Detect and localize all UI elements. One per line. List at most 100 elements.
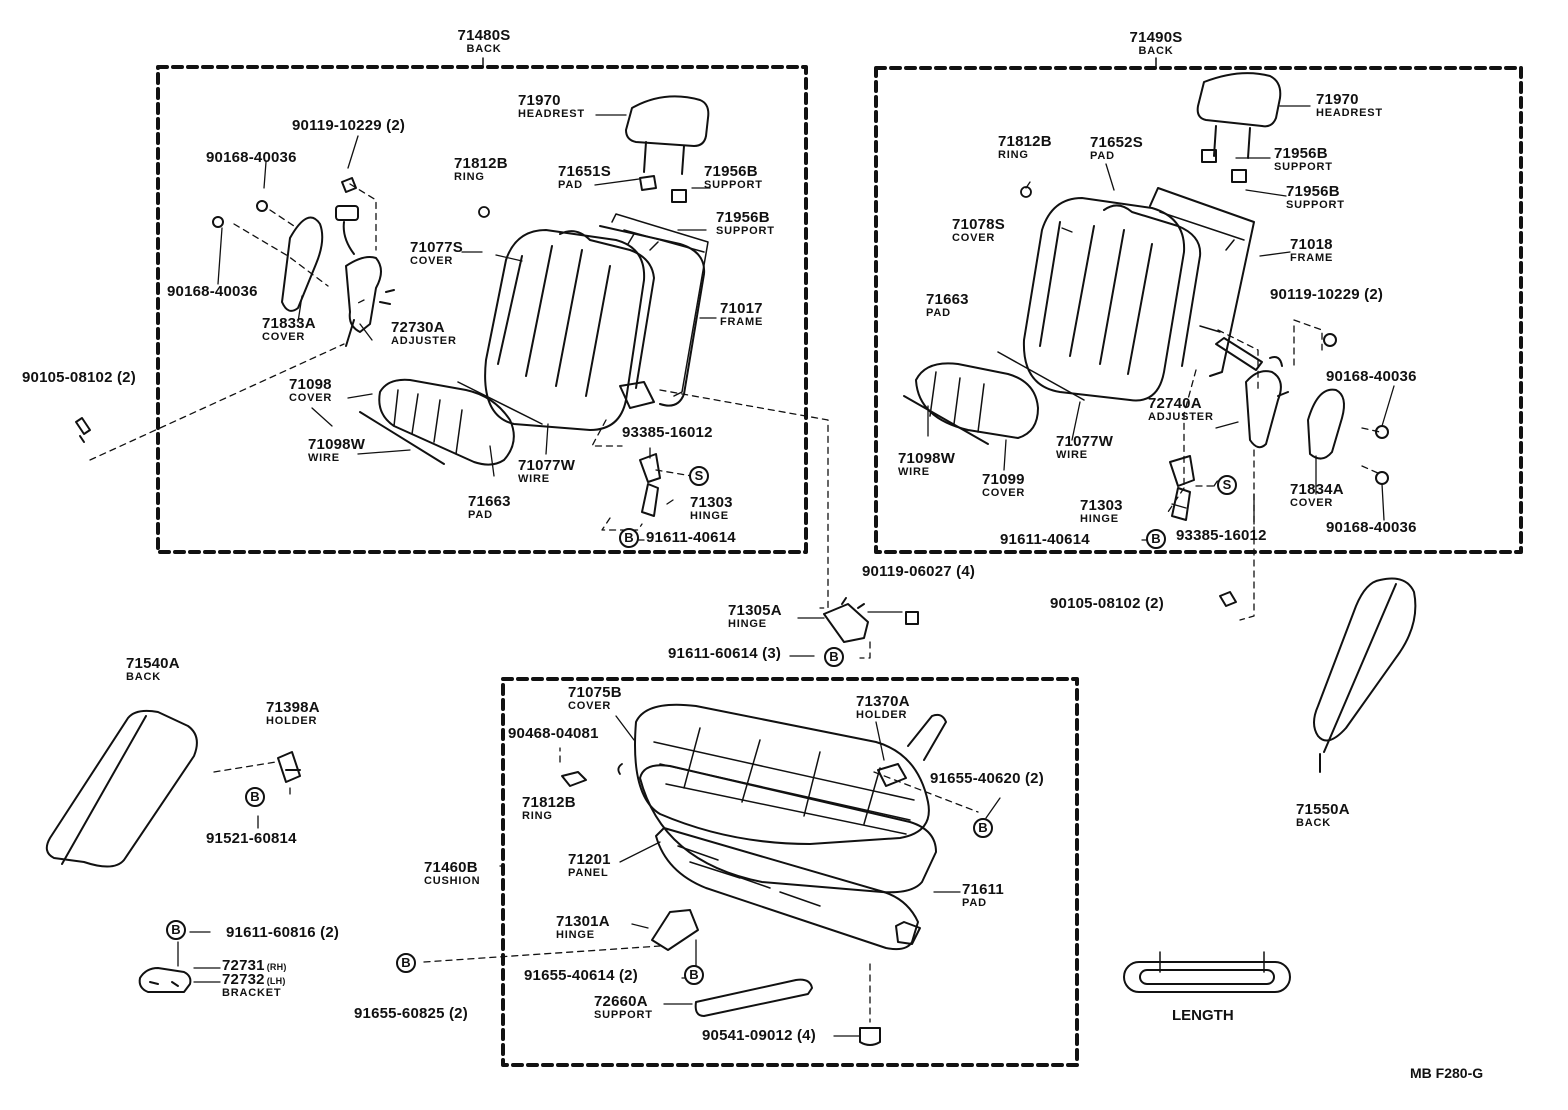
side-left-leaders xyxy=(257,787,291,829)
cushion-holder-shape xyxy=(877,713,947,787)
label-bolt-91655-40614: 91655-40614 (2) xyxy=(524,967,638,984)
label-bolt-90119-06027: 90119-06027 (4) xyxy=(862,563,976,580)
adjuster-right-shape xyxy=(1215,337,1345,460)
cushion-support-shape xyxy=(694,978,881,1046)
length-label: LENGTH xyxy=(1172,1007,1234,1024)
callout-b-holder-side: B xyxy=(245,787,265,807)
cushion-clip-shape xyxy=(561,763,623,787)
callout-b-bracket: B xyxy=(166,920,186,940)
label-screw-90168-mid-left: 90168-40036 xyxy=(167,283,258,300)
callout-s-right: S xyxy=(1217,475,1237,495)
callout-b-left-back: B xyxy=(619,528,639,548)
label-bolt-91611-40614-right: 91611-40614 xyxy=(1000,531,1090,548)
centre-dashed-leaders xyxy=(859,641,871,659)
length-gauge-shape xyxy=(1123,951,1291,993)
right-leader-lines xyxy=(927,105,1395,541)
hinge-right-shape xyxy=(1169,455,1195,521)
cushion-dashed-leaders xyxy=(423,747,979,1023)
holder-71398a-shape xyxy=(277,751,301,783)
label-bolt-90105-left: 90105-08102 (2) xyxy=(22,369,136,386)
label-screw-90168-bot-right: 90168-40036 xyxy=(1326,519,1417,536)
label-bracket-72731-72732: 72731(RH) 72732(LH) BRACKET xyxy=(222,957,287,999)
cushion-hinge-shape xyxy=(651,909,699,951)
centre-leader-lines xyxy=(789,611,903,657)
label-clip-90468-04081: 90468-04081 xyxy=(508,725,599,742)
back-71540a-shape xyxy=(45,709,198,868)
headrest-left-shape xyxy=(625,95,710,175)
label-bolt-93385-left: 93385-16012 xyxy=(622,424,713,441)
label-bolt-90541-09012: 90541-09012 (4) xyxy=(702,1027,816,1044)
label-bolt-90119-10229-left: 90119-10229 (2) xyxy=(292,117,406,134)
label-bolt-91611-60614: 91611-60614 (3) xyxy=(668,645,782,662)
left-back-group-box xyxy=(156,65,808,554)
adjuster-left-shape xyxy=(281,205,395,347)
callout-b-holder-cushion: B xyxy=(973,818,993,838)
bottom-pad-left-shape xyxy=(359,378,543,466)
right-dashed-leaders xyxy=(1167,319,1381,621)
headrest-right-shape xyxy=(1196,72,1282,159)
bracket-leaders xyxy=(177,931,221,983)
callout-b-right-back: B xyxy=(1146,529,1166,549)
cushion-panel-shape xyxy=(655,827,921,951)
label-bolt-91655-40620: 91655-40620 (2) xyxy=(930,770,1044,787)
right-back-group-box xyxy=(874,66,1523,554)
label-bolt-91611-40614-left: 91611-40614 xyxy=(646,529,736,546)
seatback-right-shape xyxy=(1022,187,1255,402)
label-screw-90168-top-left: 90168-40036 xyxy=(206,149,297,166)
hinge-71305a-shape xyxy=(823,597,919,643)
label-bolt-91611-60816: 91611-60816 (2) xyxy=(226,924,340,941)
hinge-left-shape xyxy=(619,381,661,517)
callout-b-cushion-left: B xyxy=(396,953,416,973)
label-bolt-91521-60814: 91521-60814 xyxy=(206,830,297,847)
cushion-leader-lines xyxy=(499,715,1001,1037)
seatback-left-shape xyxy=(484,213,709,431)
ring-left-shape xyxy=(478,206,490,218)
diagram-code: MB F280-G xyxy=(1410,1065,1484,1081)
callout-b-hinge: B xyxy=(824,647,844,667)
callout-s-left: S xyxy=(689,466,709,486)
screws-right-shapes xyxy=(1201,149,1389,607)
left-dashed-leaders xyxy=(89,183,829,609)
callout-b-cushion-hinge: B xyxy=(684,965,704,985)
bottom-pad-right-shape xyxy=(903,351,1085,445)
